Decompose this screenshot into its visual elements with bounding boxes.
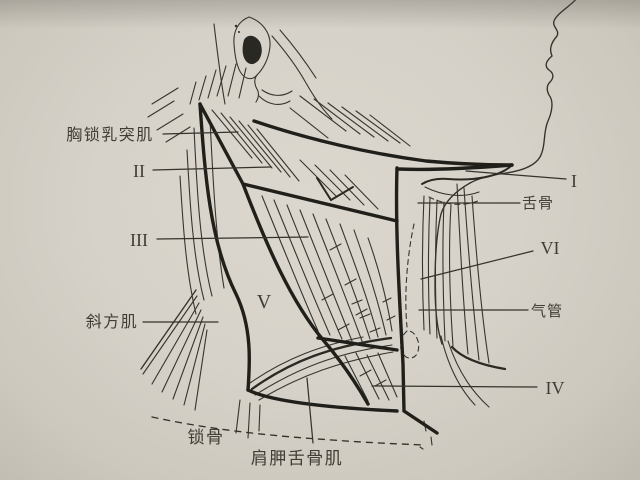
leader-level-2 (152, 166, 272, 171)
leader-sternocleidomastoid (162, 131, 239, 135)
digastric-wedge-bold (395, 163, 514, 172)
ear-shading (242, 35, 262, 65)
head-and-ear (147, 16, 333, 143)
labels: 胸锁乳突肌 II III 斜方肌 V I 舌骨 VI 气管 IV 锁骨 肩胛舌骨… (66, 126, 577, 468)
label-level-6: VI (541, 238, 560, 258)
label-trapezius: 斜方肌 (86, 313, 139, 331)
level6-lateral-border-bold (394, 166, 439, 435)
label-level-1: I (571, 171, 577, 191)
label-omohyoid: 肩胛舌骨肌 (251, 449, 344, 468)
label-hyoid-bone: 舌骨 (522, 195, 554, 212)
scm-posterior-border-bold (241, 182, 370, 406)
leader-lines (142, 131, 567, 444)
label-level-2: II (133, 161, 145, 181)
trachea-striations (419, 183, 490, 450)
label-level-4: IV (546, 378, 565, 398)
face-profile (421, 0, 577, 345)
leader-level-6 (420, 250, 534, 280)
clavicle-lines (151, 345, 507, 446)
leader-level-1 (465, 170, 567, 180)
leader-level-3 (156, 236, 309, 240)
label-level-3: III (130, 230, 148, 250)
omohyoid-band (249, 336, 394, 401)
bottom-border-bold (246, 388, 399, 413)
hyoid-level-divider-bold (198, 102, 399, 223)
level-boundary-bold-lines (198, 102, 514, 435)
leader-omohyoid (306, 377, 314, 444)
label-clavicle: 锁骨 (188, 428, 225, 447)
leader-level-4 (371, 385, 538, 388)
parotid-hatching (289, 95, 411, 147)
carotid-mark (316, 177, 354, 202)
level3-4-divider-bold (316, 336, 399, 352)
trapezius-border-bold (198, 102, 252, 392)
label-sternocleidomastoid: 胸锁乳突肌 (66, 126, 154, 144)
label-trachea: 气管 (531, 303, 563, 320)
label-level-5: V (257, 291, 272, 313)
scm-hatching (211, 109, 398, 402)
mandible-line-bold (252, 119, 514, 167)
